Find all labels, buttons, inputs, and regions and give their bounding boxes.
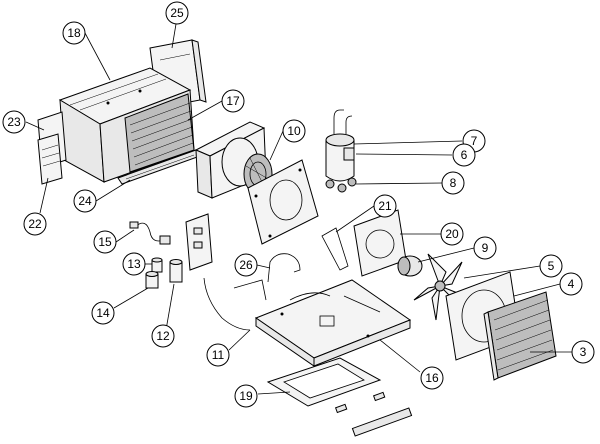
svg-text:3: 3 xyxy=(580,345,587,359)
callout-6: 6 xyxy=(452,143,476,167)
part-16-base-pan xyxy=(254,279,412,367)
part-12-run-capacitor xyxy=(169,259,183,283)
svg-text:8: 8 xyxy=(450,176,457,190)
svg-text:20: 20 xyxy=(445,227,459,241)
callout-3: 3 xyxy=(571,340,595,364)
callout-11: 11 xyxy=(206,343,230,367)
part-13-capacitor xyxy=(151,257,163,273)
part-6-compressor-terminal xyxy=(343,147,355,161)
svg-text:18: 18 xyxy=(67,26,81,40)
part-10-blower-housing xyxy=(194,121,273,199)
svg-text:26: 26 xyxy=(239,258,253,272)
part-14-capacitor xyxy=(145,271,159,289)
svg-text:6: 6 xyxy=(461,148,468,162)
part-26-tubing xyxy=(233,253,301,301)
svg-text:13: 13 xyxy=(127,257,141,271)
callout-25: 25 xyxy=(165,1,189,25)
callout-10: 10 xyxy=(282,119,306,143)
callout-4: 4 xyxy=(559,272,583,296)
svg-text:12: 12 xyxy=(156,329,170,343)
part-17-condenser-coil xyxy=(124,93,195,173)
callout-17: 17 xyxy=(221,89,245,113)
callout-23: 23 xyxy=(2,110,26,134)
svg-text:24: 24 xyxy=(78,194,92,208)
bulkhead-plate xyxy=(247,159,319,245)
seal-strips xyxy=(334,391,413,437)
svg-text:11: 11 xyxy=(212,348,225,362)
svg-text:14: 14 xyxy=(96,306,110,320)
callout-21: 21 xyxy=(373,194,397,218)
part-11-power-cord xyxy=(203,277,251,331)
part-7-compressor xyxy=(325,109,355,182)
callout-16: 16 xyxy=(420,366,444,390)
svg-text:22: 22 xyxy=(28,217,42,231)
part-19-gasket-frame xyxy=(266,357,382,407)
svg-text:21: 21 xyxy=(378,199,392,213)
part-8-grommets xyxy=(325,177,357,193)
svg-text:23: 23 xyxy=(7,115,21,129)
callout-24: 24 xyxy=(73,189,97,213)
leader-lines xyxy=(25,23,572,395)
svg-text:10: 10 xyxy=(287,124,301,138)
callout-5: 5 xyxy=(539,254,563,278)
part-15-wiring-harness xyxy=(129,221,171,245)
svg-text:17: 17 xyxy=(226,94,240,108)
svg-text:7: 7 xyxy=(471,134,478,148)
svg-text:25: 25 xyxy=(170,6,184,20)
part-9-fan-motor xyxy=(397,255,423,277)
svg-text:4: 4 xyxy=(568,277,575,291)
callout-8: 8 xyxy=(441,171,465,195)
callout-18: 18 xyxy=(62,21,86,45)
callout-14: 14 xyxy=(91,301,115,325)
callout-9: 9 xyxy=(473,236,497,260)
callout-22: 22 xyxy=(23,212,47,236)
callout-26: 26 xyxy=(234,253,258,277)
part-21-mounting-bracket xyxy=(321,227,349,271)
part-22-side-grille xyxy=(37,133,63,185)
svg-text:15: 15 xyxy=(98,235,112,249)
callout-15: 15 xyxy=(93,230,117,254)
callout-12: 12 xyxy=(151,324,175,348)
callout-20: 20 xyxy=(440,222,464,246)
svg-text:5: 5 xyxy=(548,259,555,273)
svg-text:16: 16 xyxy=(425,371,439,385)
svg-text:9: 9 xyxy=(482,241,489,255)
callout-13: 13 xyxy=(122,252,146,276)
control-box xyxy=(185,213,213,271)
svg-text:19: 19 xyxy=(239,389,253,403)
part-3-condenser-coil xyxy=(483,291,557,381)
callout-19: 19 xyxy=(234,384,258,408)
